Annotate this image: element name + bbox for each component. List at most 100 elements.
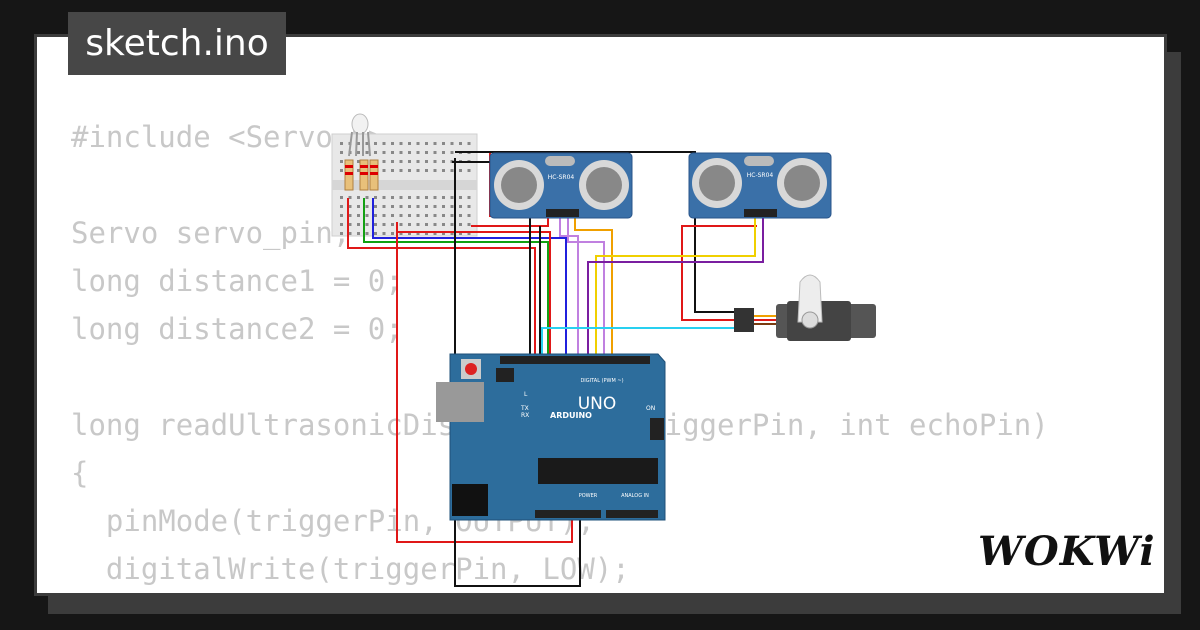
servo-motor[interactable]: [734, 274, 876, 341]
breadboard-hole: [374, 232, 377, 235]
breadboard-hole: [467, 169, 471, 172]
digital-header: [500, 356, 650, 364]
breadboard-hole: [365, 232, 369, 235]
breadboard-hole: [467, 223, 471, 226]
breadboard-hole: [425, 160, 428, 163]
breadboard-hole: [450, 196, 454, 199]
breadboard-hole: [357, 205, 360, 208]
led-label-tx: TX: [520, 405, 529, 412]
breadboard-hole: [425, 169, 428, 172]
microcontroller-chip: [538, 458, 658, 484]
breadboard-hole: [425, 151, 428, 154]
breadboard-hole: [357, 151, 360, 154]
breadboard-hole: [382, 232, 386, 235]
breadboard-hole: [442, 205, 445, 208]
breadboard-hole: [382, 196, 386, 199]
breadboard-hole: [459, 142, 462, 145]
breadboard[interactable]: [331, 133, 478, 237]
breadboard-hole: [382, 160, 386, 163]
breadboard-hole: [357, 232, 360, 235]
arduino-uno[interactable]: UNO ARDUINO DIGITAL (PWM ~) POWER ANALOG…: [436, 353, 666, 521]
breadboard-hole: [399, 196, 403, 199]
breadboard-hole: [348, 205, 352, 208]
digital-label: DIGITAL (PWM ~): [580, 378, 623, 384]
breadboard-hole: [450, 214, 454, 217]
breadboard-hole: [340, 205, 343, 208]
led-label-l: L: [524, 391, 528, 398]
breadboard-hole: [365, 214, 369, 217]
breadboard-hole: [416, 160, 420, 163]
breadboard-hole: [382, 151, 386, 154]
usb-port: [436, 382, 484, 422]
power-header: [535, 510, 601, 518]
breadboard-hole: [450, 223, 454, 226]
breadboard-hole: [374, 205, 377, 208]
breadboard-hole: [374, 214, 377, 217]
breadboard-hole: [391, 142, 394, 145]
breadboard-hole: [416, 142, 420, 145]
breadboard-hole: [467, 214, 471, 217]
breadboard-hole: [425, 214, 428, 217]
breadboard-hole: [459, 196, 462, 199]
breadboard-hole: [459, 223, 462, 226]
breadboard-hole: [433, 142, 437, 145]
breadboard-hole: [357, 223, 360, 226]
breadboard-hole: [391, 151, 394, 154]
breadboard-hole: [442, 160, 445, 163]
breadboard-hole: [450, 205, 454, 208]
breadboard-hole: [374, 196, 377, 199]
breadboard-hole: [340, 214, 343, 217]
breadboard-hole: [408, 223, 411, 226]
wires: [347, 151, 764, 587]
breadboard-hole: [365, 151, 369, 154]
code-line: Servo servo_pin;: [71, 216, 351, 250]
breadboard-hole: [348, 232, 352, 235]
breadboard-hole: [391, 169, 394, 172]
breadboard-hole: [450, 169, 454, 172]
breadboard-hole: [442, 142, 445, 145]
breadboard-hole: [374, 151, 377, 154]
arduino-brand: ARDUINO: [550, 411, 592, 420]
file-tab[interactable]: sketch.ino: [68, 12, 286, 75]
breadboard-hole: [450, 151, 454, 154]
breadboard-hole: [433, 169, 437, 172]
breadboard-hole: [467, 196, 471, 199]
breadboard-hole: [357, 196, 360, 199]
breadboard-hole: [408, 205, 411, 208]
breadboard-hole: [433, 223, 437, 226]
ultrasonic-sensor-1[interactable]: HC-SR04: [489, 152, 633, 219]
breadboard-hole: [433, 214, 437, 217]
power-label: POWER: [579, 493, 598, 499]
breadboard-hole: [348, 223, 352, 226]
breadboard-hole: [433, 232, 437, 235]
breadboard-hole: [467, 142, 471, 145]
analog-label: ANALOG IN: [621, 493, 649, 499]
breadboard-hole: [399, 160, 403, 163]
breadboard-hole: [391, 232, 394, 235]
ultrasonic-sensor-2[interactable]: HC-SR04: [688, 152, 832, 219]
breadboard-hole: [391, 205, 394, 208]
breadboard-hole: [416, 169, 420, 172]
breadboard-hole: [408, 142, 411, 145]
breadboard-hole: [416, 151, 420, 154]
breadboard-hole: [391, 223, 394, 226]
breadboard-hole: [340, 151, 343, 154]
breadboard-hole: [442, 214, 445, 217]
resistors[interactable]: [344, 159, 379, 191]
breadboard-hole: [408, 169, 411, 172]
breadboard-hole: [357, 160, 360, 163]
breadboard-hole: [416, 196, 420, 199]
breadboard-hole: [408, 196, 411, 199]
breadboard-hole: [382, 223, 386, 226]
breadboard-hole: [442, 169, 445, 172]
breadboard-hole: [340, 169, 343, 172]
breadboard-hole: [416, 205, 420, 208]
led-label-rx: RX: [521, 412, 529, 419]
breadboard-hole: [365, 196, 369, 199]
breadboard-hole: [340, 160, 343, 163]
breadboard-hole: [467, 205, 471, 208]
rgb-led[interactable]: [348, 113, 371, 157]
breadboard-hole: [357, 169, 360, 172]
breadboard-hole: [450, 142, 454, 145]
